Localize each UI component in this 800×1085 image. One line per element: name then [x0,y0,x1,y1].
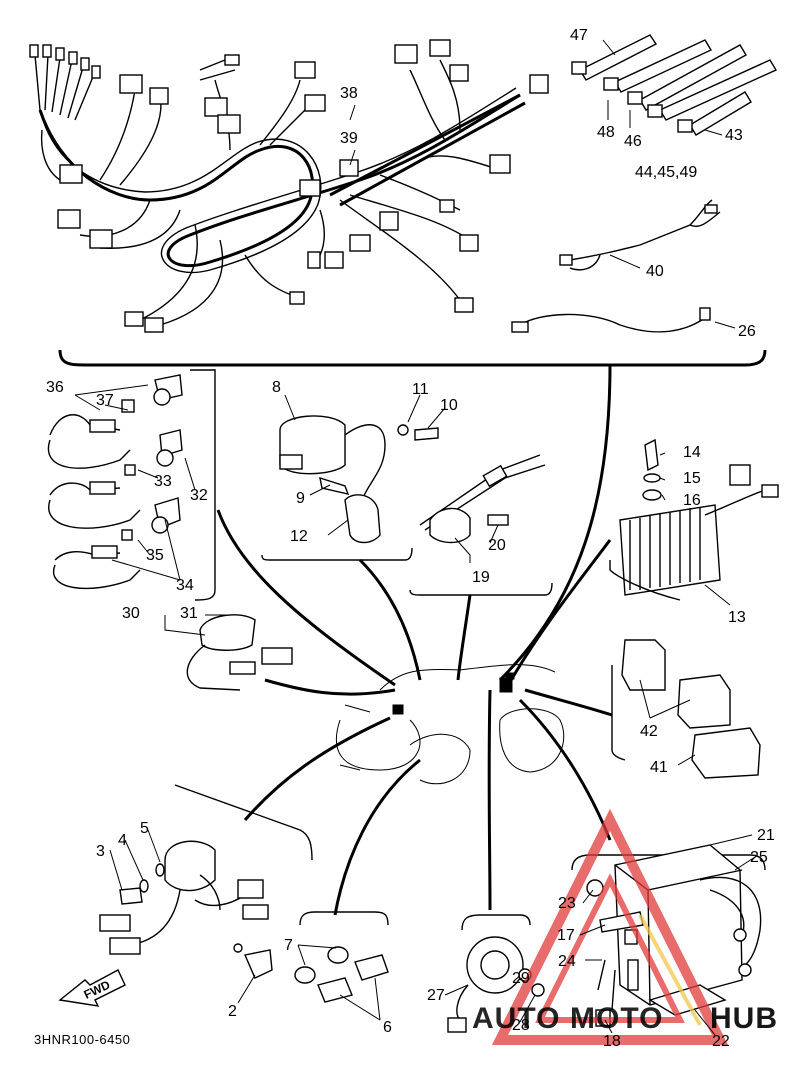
sub-harness-40 [559,199,721,271]
callout-35: 35 [146,547,164,564]
starter-relay-group [409,454,553,596]
callout-39: 39 [340,130,358,147]
sub-harness-26 [511,307,711,333]
callout-13: 13 [728,609,746,626]
watermark-text-left: AUTO [472,1002,560,1035]
callout-21: 21 [757,827,775,844]
callout-leaders [74,39,756,1036]
callout-22: 22 [712,1033,730,1050]
callout-12: 12 [290,528,308,545]
callout-18: 18 [603,1033,621,1050]
watermark-text-middle: MOTO [570,1002,663,1035]
watermark-text-right: HUB [710,1002,778,1035]
frame-outline [335,664,565,785]
part-code: 3HNR100-6450 [34,1032,130,1047]
rear-light-group [99,784,313,979]
callout-42: 42 [640,723,658,740]
callout-28: 28 [512,1017,530,1034]
callout-24: 24 [558,953,576,970]
callout-10: 10 [440,397,458,414]
callout-17: 17 [557,927,575,944]
cable-ties [571,34,778,136]
callout-16: 16 [683,492,701,509]
ignition-coil-group [261,415,439,561]
callout-26: 26 [738,323,756,340]
callout-6: 6 [383,1019,392,1036]
callout-23: 23 [558,895,576,912]
callout-11: 11 [412,381,429,398]
callout-25: 25 [750,849,768,866]
callout-2: 2 [228,1003,237,1020]
watermark-logo [491,808,729,1045]
callout-4: 4 [118,832,127,849]
callout-46: 46 [624,133,642,150]
callout-29: 29 [512,970,530,987]
callout-33: 33 [154,473,172,490]
callout-43: 43 [725,127,743,144]
callout-27: 27 [427,987,445,1004]
wire-harness [29,39,549,333]
horn-group [447,914,545,1033]
connector-caps [611,639,761,779]
callout-8: 8 [272,379,281,396]
callout-44-45-49: 44,45,49 [635,164,697,181]
watermark-text: AUTO MOTO HUB [472,1002,778,1035]
callout-9: 9 [296,490,305,507]
callout-40: 40 [646,263,664,280]
sensor-group [47,369,293,691]
callout-48: 48 [597,124,615,141]
grommet-group [294,911,389,1003]
forward-arrow-icon: FWD [58,969,126,1007]
harness-bracket [58,349,767,367]
callout-3: 3 [96,843,105,860]
callout-7: 7 [284,937,293,954]
callout-41: 41 [650,759,668,776]
callout-31: 31 [180,605,198,622]
callout-34: 34 [176,577,194,594]
callout-20: 20 [488,537,506,554]
callout-14: 14 [683,444,701,461]
callout-47: 47 [570,27,588,44]
callout-30: 30 [122,605,140,622]
callout-32: 32 [190,487,208,504]
rectifier-group [609,438,779,601]
leader-lines [216,364,613,916]
callout-numbers: 38 39 47 48 46 43 44,45,49 40 26 36 37 3… [34,27,775,1050]
callout-5: 5 [140,820,149,837]
callout-36: 36 [46,379,64,396]
callout-15: 15 [683,470,701,487]
callout-37: 37 [96,392,114,409]
callout-38: 38 [340,85,358,102]
callout-19: 19 [472,569,490,586]
